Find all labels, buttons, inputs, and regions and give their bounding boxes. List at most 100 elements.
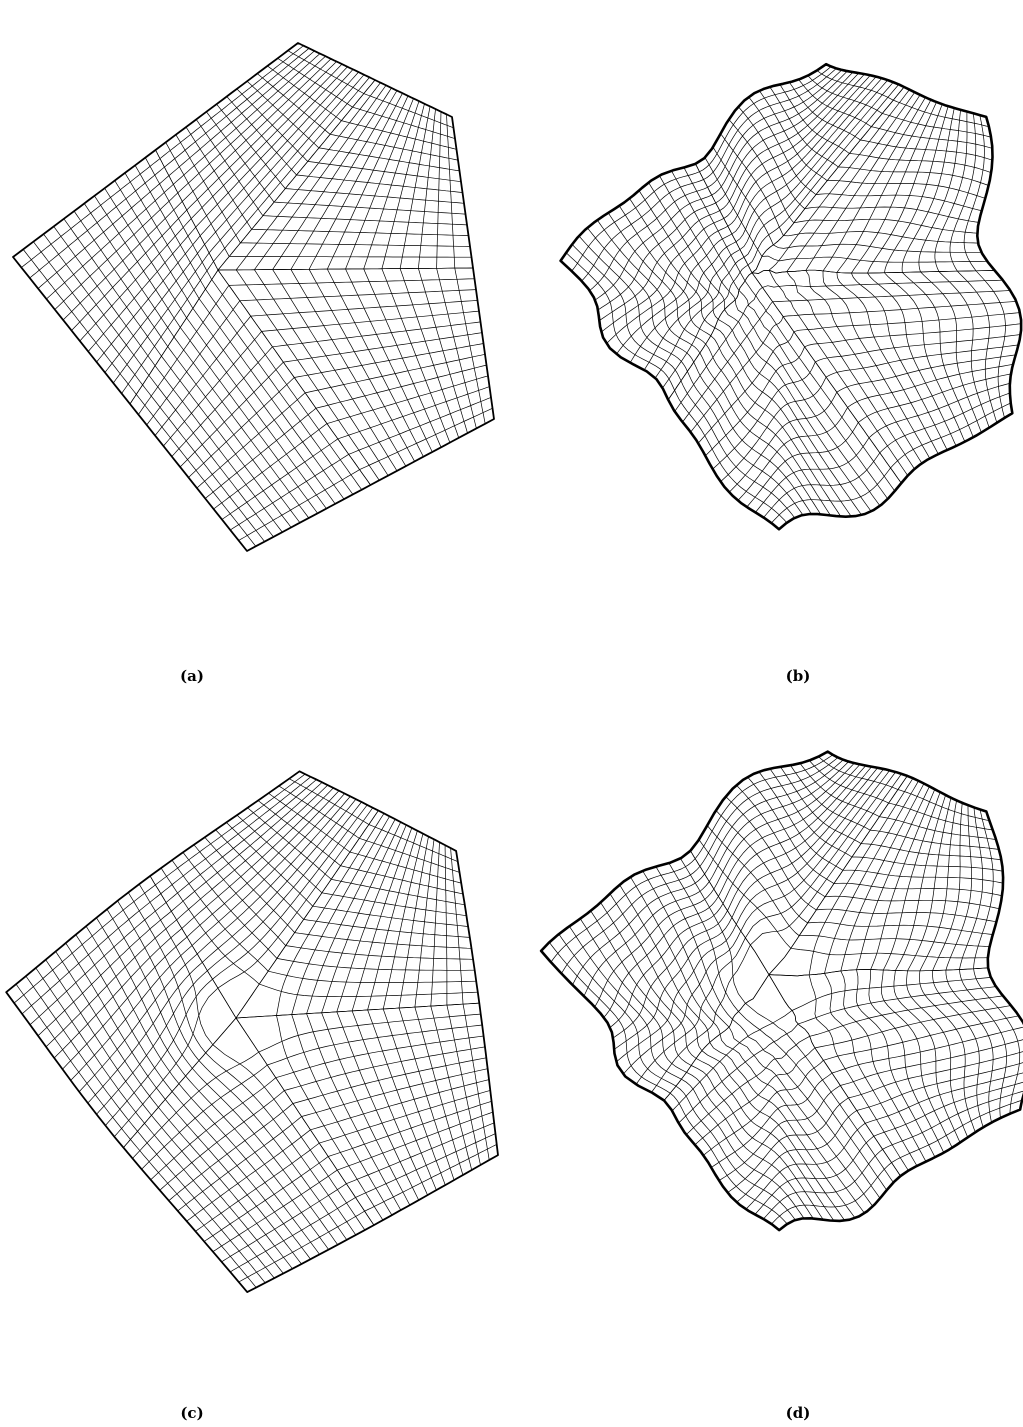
quad-4-line-v <box>152 1115 284 1273</box>
quad-4-line-v <box>691 1066 823 1220</box>
quad-2-line-v <box>431 842 440 1006</box>
quad-4-line-v <box>158 1107 292 1268</box>
quad-2-line-v <box>418 109 435 268</box>
quad-4-line-u <box>721 377 827 482</box>
quad-1-line-u <box>740 80 888 249</box>
quad-3-line-v <box>794 313 1020 332</box>
quad-2-line-u <box>860 140 992 160</box>
quad-4-line-u <box>695 1048 815 1145</box>
quad-2-line-u <box>259 984 478 997</box>
quad-2-line-v <box>236 811 378 1018</box>
quad-4-line-u <box>214 424 327 509</box>
quad-1-line-u <box>695 64 826 164</box>
quad-3-line-u <box>382 269 450 443</box>
quad-4-line-u <box>705 347 804 456</box>
quad-1-line-u <box>166 780 316 903</box>
quad-4-line-v <box>670 1093 787 1224</box>
quad-3-line-v <box>837 355 1016 392</box>
quad-3-line-u <box>431 1006 472 1170</box>
quad-3-line-v <box>236 1003 479 1018</box>
quad-0-line-u <box>86 926 179 1083</box>
quad-0-line-v <box>551 859 695 963</box>
quad-1-line-u <box>160 46 304 159</box>
quad-0-line-u <box>33 242 142 385</box>
quad-2-line-v <box>920 800 957 971</box>
quad-4-line-v <box>138 1131 266 1283</box>
quad-1-line-v <box>726 797 817 910</box>
quad-3-line-v <box>826 345 1018 377</box>
quad-0-line-u <box>690 851 769 975</box>
quad-3-line-v <box>310 1080 489 1130</box>
quad-0-line-v <box>636 938 745 1085</box>
quad-0-line-v <box>561 866 700 973</box>
quad-3-line-v <box>832 1027 1023 1073</box>
quad-0-line-v <box>561 164 696 261</box>
quad-1-line-v <box>738 107 805 209</box>
quad-4-line-u <box>239 470 360 541</box>
quad-1-line-u <box>700 67 832 172</box>
quad-4-line-u <box>230 1197 355 1272</box>
quad-4-line-v <box>715 328 852 517</box>
quad-4-line-v <box>236 1018 374 1225</box>
quad-0-line-v <box>62 937 187 1069</box>
quad-3-line-u <box>988 968 1023 1110</box>
quad-1-line-v <box>770 769 852 857</box>
quad-0-line-v <box>46 184 173 299</box>
quad-0-line-u <box>56 951 159 1107</box>
quad-0-line-v <box>54 929 182 1059</box>
quad-3-line-u <box>974 969 1020 1114</box>
quad-3-line-u <box>400 269 459 438</box>
quad-4-line-u <box>728 1098 849 1193</box>
quad-1-line-u <box>700 758 838 867</box>
quad-1-line-v <box>748 777 834 884</box>
quad-2-line-u <box>808 922 993 934</box>
quad-4-line-v <box>739 1012 887 1191</box>
quad-2-line-u <box>825 896 1000 909</box>
quad-3-line-v <box>302 1069 488 1117</box>
quad-3-line-v <box>874 1081 1023 1136</box>
quad-1-line-v <box>226 822 312 906</box>
quad-4-line-u <box>691 317 784 433</box>
quad-4-line-v <box>155 366 282 532</box>
quad-4-line-v <box>696 1058 834 1220</box>
quad-1-line-v <box>690 851 769 975</box>
quad-0-line-v <box>63 201 182 320</box>
quad-2-line-u <box>871 127 992 149</box>
quad-0-line-v <box>21 159 160 268</box>
quad-1-line-v <box>237 89 308 161</box>
quad-2-line-u <box>843 870 1003 883</box>
quad-2-line-v <box>885 106 949 273</box>
quad-1-line-v <box>759 91 827 181</box>
quad-4-line-u <box>746 1123 865 1209</box>
quad-0-line-v <box>630 242 736 363</box>
quad-0-line-v <box>610 904 723 1028</box>
quad-3-line-u <box>809 975 908 1171</box>
quad-3-line-u <box>463 1004 489 1160</box>
quad-1-line-u <box>182 59 331 202</box>
quad-1-line-u <box>690 752 827 851</box>
quad-0-line-u <box>118 901 199 1061</box>
quad-0-line-v <box>30 167 165 278</box>
quad-4-line-u <box>160 1091 284 1191</box>
quad-1-line-v <box>819 757 898 790</box>
quad-2-line-v <box>871 789 935 969</box>
quad-0-line-v <box>38 911 171 1036</box>
quad-0-line-u <box>107 909 192 1068</box>
panel-b-mesh <box>561 64 1022 529</box>
panel-d-mesh <box>541 752 1023 1231</box>
quad-3-line-u <box>885 273 965 442</box>
quad-0-line-u <box>608 213 705 344</box>
caption-c: (c) <box>180 1404 203 1422</box>
panel-a-mesh <box>13 43 494 551</box>
quad-4-line-u <box>239 1211 365 1282</box>
quad-0-line-u <box>96 918 185 1076</box>
quad-2-line-u <box>341 121 456 150</box>
quad-4-line-v <box>174 337 309 518</box>
quad-0-line-u <box>669 863 739 1011</box>
quad-2-line-v <box>919 110 961 272</box>
quad-3-line-u <box>399 1008 454 1180</box>
quad-1-line-u <box>161 777 311 894</box>
quad-3-line-v <box>857 1060 1023 1110</box>
quad-0-line-v <box>79 954 197 1092</box>
